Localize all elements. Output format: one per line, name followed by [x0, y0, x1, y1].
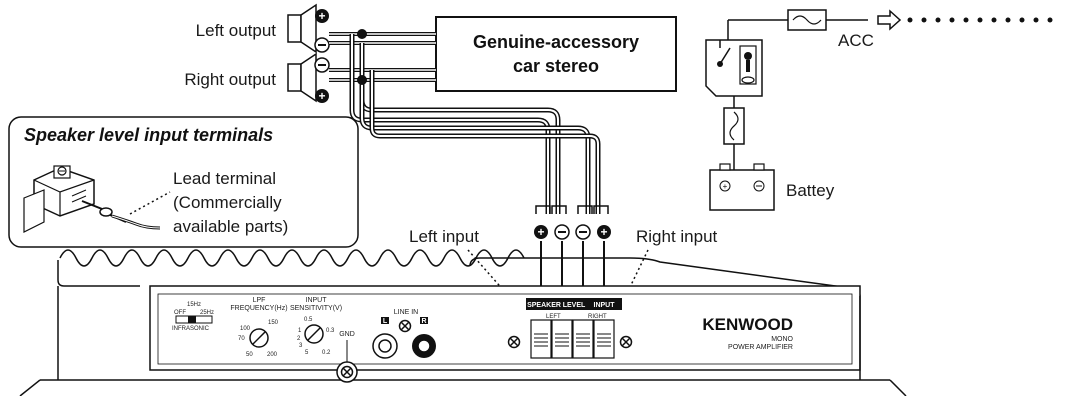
stereo-label-line2: car stereo [513, 56, 599, 76]
infrasonic-off: OFF [174, 310, 186, 316]
infrasonic-15hz: 15Hz [187, 302, 201, 308]
battery-icon: + [709, 163, 775, 211]
lpf-100: 100 [240, 326, 251, 332]
terminal-header-level: LEVEL [563, 302, 586, 309]
infrasonic-label: INFRASONIC [172, 326, 210, 332]
terminal-left-label: LEFT [546, 314, 561, 320]
left-speaker-plus-terminal [315, 9, 329, 23]
heatsink-fins [59, 249, 525, 267]
amplifier: 15Hz OFF 25Hz INFRASONIC LPF FREQUENCY(H… [19, 249, 907, 396]
svg-text:+: + [600, 225, 607, 239]
right-output-label: Right output [184, 70, 276, 89]
left-input-label: Left input [409, 227, 479, 246]
rca-right-jack [412, 334, 436, 358]
lpf-subtitle: FREQUENCY(Hz) [230, 305, 287, 312]
sens-subtitle: SENSITIVITY(V) [290, 305, 342, 312]
speaker-wiring [329, 29, 609, 214]
brand-logo: KENWOOD [702, 315, 793, 334]
right-speaker-plus-terminal [315, 89, 329, 103]
line-in-label: LINE IN [394, 309, 419, 316]
battery-label: Battey [786, 181, 835, 200]
sens-3: 3 [299, 343, 303, 349]
terminal-right-label: RIGHT [588, 314, 607, 320]
model-line1: MONO [771, 336, 793, 343]
sens-5: 5 [305, 350, 309, 356]
lpf-50: 50 [246, 352, 253, 358]
sens-title: INPUT [306, 297, 328, 304]
left-output-label: Left output [196, 21, 277, 40]
sens-02: 0.2 [322, 350, 331, 356]
sens-2: 2 [297, 336, 301, 342]
ignition-switch [705, 39, 763, 97]
right-speaker: + [287, 52, 330, 103]
lpf-70: 70 [238, 336, 245, 342]
acc-circuit: ACC [705, 9, 1053, 211]
amp-front-panel [149, 285, 861, 371]
svg-text:+: + [318, 89, 325, 103]
terminal-header-speaker: SPEAKER [527, 302, 561, 309]
sens-1: 1 [298, 328, 302, 334]
arrow-right-icon [877, 9, 902, 31]
lpf-150: 150 [268, 320, 279, 326]
inset-title: Speaker level input terminals [24, 125, 273, 145]
lead-terminal-icon [81, 200, 161, 230]
right-input-label: Right input [636, 227, 718, 246]
svg-text:+: + [723, 182, 728, 191]
terminal-block-sketch [23, 165, 95, 233]
speaker-level-terminal-block: SPEAKER LEVEL INPUT LEFT RIGHT [526, 298, 622, 359]
acc-label: ACC [838, 31, 874, 50]
sens-03: 0.3 [326, 328, 335, 334]
svg-text:+: + [537, 225, 544, 239]
svg-text:+: + [318, 9, 325, 23]
lpf-200: 200 [267, 352, 278, 358]
model-line2: POWER AMPLIFIER [728, 344, 793, 351]
line-in-r-label: R [421, 318, 426, 325]
terminal-header-input: INPUT [594, 302, 616, 309]
rca-left-jack [372, 333, 398, 359]
gnd-label: GND [339, 331, 355, 338]
continuation-dots [907, 17, 1053, 23]
sens-05: 0.5 [304, 317, 313, 323]
lead-terminal-line2: (Commercially [173, 193, 282, 212]
stereo-label-line1: Genuine-accessory [473, 32, 639, 52]
lpf-title: LPF [253, 297, 266, 304]
lead-terminal-line1: Lead terminal [173, 169, 276, 188]
input-polarity-markers: + + [534, 224, 611, 240]
inset-speaker-level-terminals: Speaker level input terminals Lead termi… [8, 116, 359, 248]
infrasonic-25hz: 25Hz [200, 310, 214, 316]
line-in-l-label: L [383, 318, 388, 325]
lead-terminal-line3: available parts) [173, 217, 288, 236]
car-stereo-box [435, 16, 677, 92]
left-speaker: + [287, 3, 330, 54]
